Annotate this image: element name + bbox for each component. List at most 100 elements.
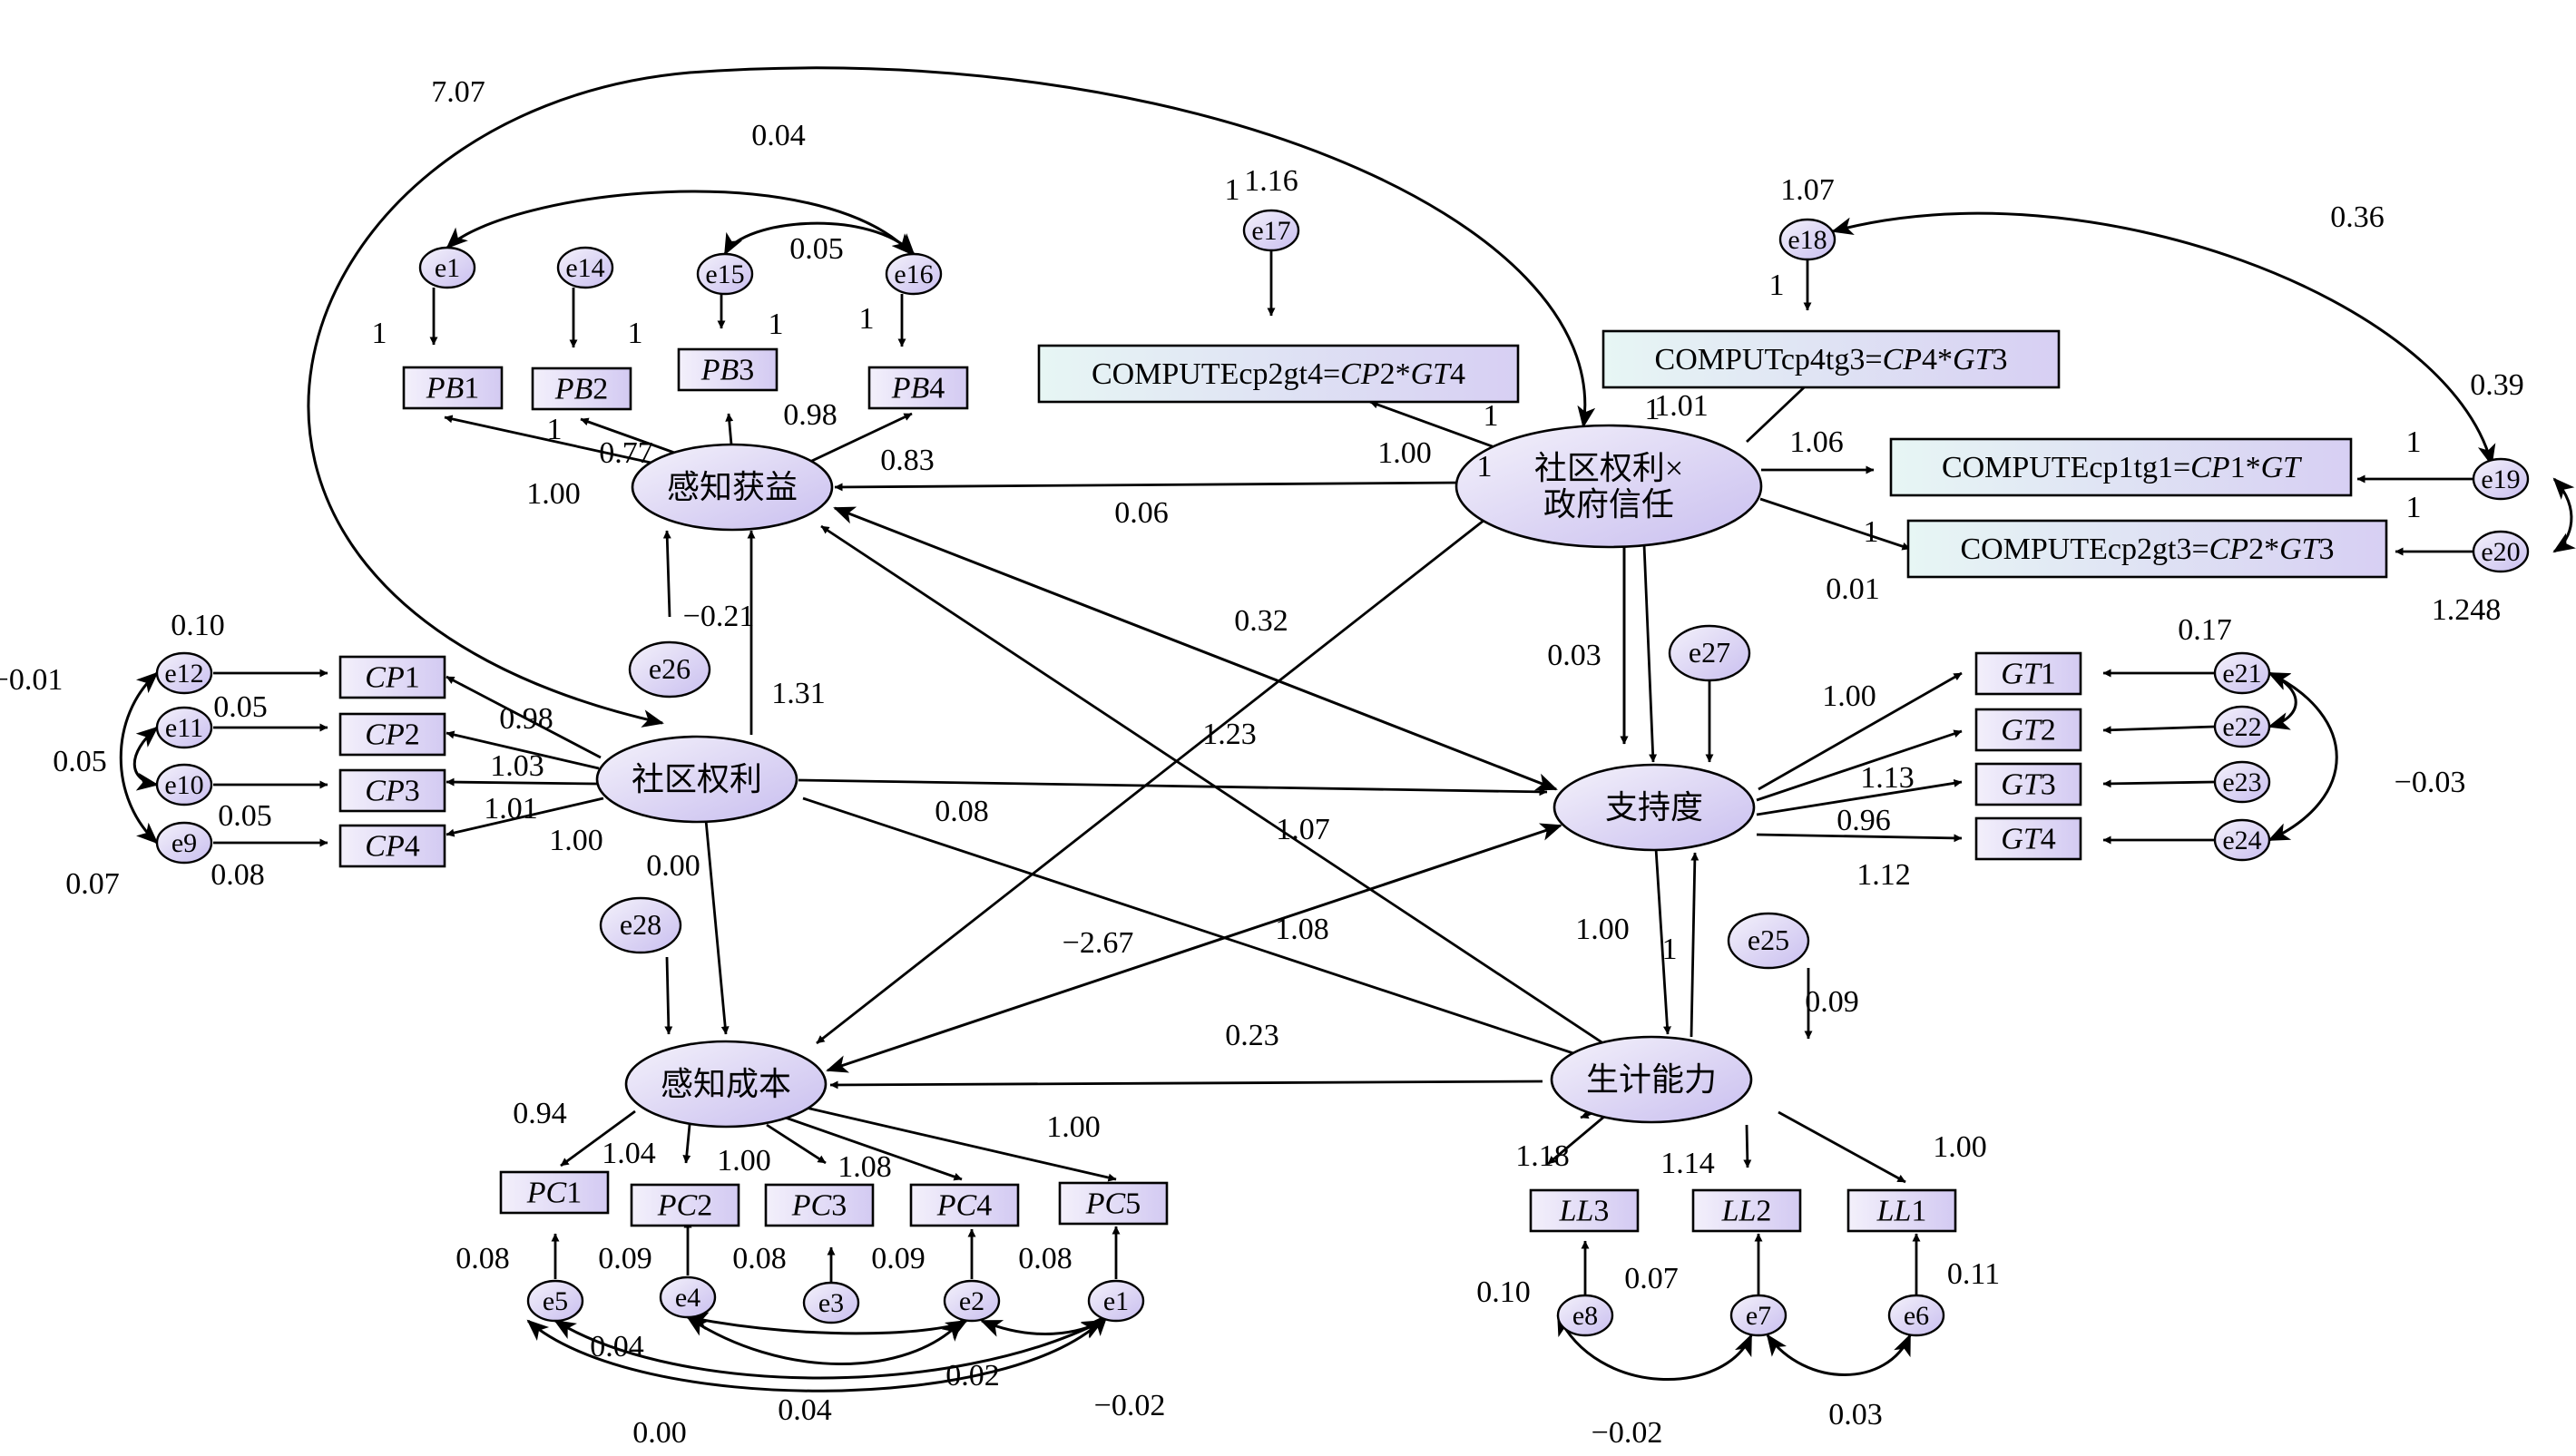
coef-label: 1 <box>1477 450 1493 484</box>
coef-label: 0.03 <box>1828 1398 1883 1432</box>
path-arrow <box>798 778 1548 796</box>
coef-label: 0.96 <box>1837 804 1891 837</box>
observed-LL3 <box>1529 1188 1640 1233</box>
observed-label-PB4: PB4 <box>891 372 945 406</box>
error-e3 <box>802 1281 860 1324</box>
error-e28 <box>599 896 682 954</box>
path-arrow <box>446 796 604 837</box>
observed-LL2 <box>1691 1188 1802 1233</box>
error-label-e14: e14 <box>565 253 604 283</box>
observed-C2 <box>1601 329 2061 389</box>
coef-label: 0.05 <box>213 690 268 724</box>
coef-label: 1.248 <box>2432 593 2502 627</box>
coef-label: 1.00 <box>549 824 603 857</box>
coef-label: 0.08 <box>732 1242 787 1275</box>
covariance-arrow <box>526 1314 1109 1392</box>
path-arrow <box>1690 852 1699 1038</box>
covariance-arrow <box>132 726 159 791</box>
coef-label: 0.04 <box>590 1330 644 1363</box>
error-label-e3: e3 <box>818 1288 844 1318</box>
observed-CP4 <box>338 824 446 868</box>
error-label-e27: e27 <box>1689 636 1730 669</box>
covariance-arrow <box>980 1319 1104 1339</box>
coef-label: 1.13 <box>1860 761 1915 795</box>
coef-label: 1.03 <box>490 749 544 783</box>
coef-label: 0.01 <box>1826 572 1880 606</box>
error-e23 <box>2213 760 2271 804</box>
coef-label: 0.32 <box>1234 604 1288 638</box>
coef-label: 1.08 <box>837 1150 892 1184</box>
coef-label: 0.08 <box>935 795 989 828</box>
coef-label: −0.01 <box>0 663 63 697</box>
error-label-e28: e28 <box>620 908 661 941</box>
path-arrow <box>1547 1109 1611 1166</box>
coef-label: 1.00 <box>1575 913 1630 946</box>
latent-label-zcd: 支持度 <box>1605 789 1703 826</box>
coef-label: 0.36 <box>2330 200 2385 234</box>
coef-label: 0.17 <box>2178 613 2232 647</box>
observed-C1 <box>1037 344 1520 404</box>
coef-label: 1 <box>2406 425 2422 459</box>
coef-label: 0.08 <box>455 1242 510 1275</box>
path-arrow <box>779 1114 963 1181</box>
coef-label: 0.94 <box>513 1097 567 1130</box>
latent-gzcb <box>624 1040 828 1129</box>
coef-label: −0.03 <box>2395 766 2466 799</box>
observed-label-C1: COMPUTEcp2gt4=CP2*GT4 <box>1092 357 1465 391</box>
coef-label: 0.05 <box>789 232 844 266</box>
error-label-e8: e8 <box>1572 1301 1598 1331</box>
coef-label: 1.06 <box>1789 425 1844 459</box>
latent-sjnl <box>1550 1035 1753 1124</box>
observed-label-CP2: CP2 <box>365 718 419 752</box>
observed-label-GT2: GT2 <box>2001 714 2055 748</box>
coef-label: 0.98 <box>783 398 837 432</box>
error-e26 <box>628 640 711 699</box>
coef-label: 1.01 <box>1654 389 1709 423</box>
coef-label: 0.02 <box>945 1359 1000 1392</box>
error-e25 <box>1727 912 1810 970</box>
path-arrow <box>725 413 734 445</box>
error-label-e10: e10 <box>164 770 203 800</box>
error-label-e22: e22 <box>2222 712 2261 742</box>
observed-PB1 <box>402 366 504 410</box>
observed-label-GT3: GT3 <box>2001 768 2055 802</box>
path-arrow <box>704 819 730 1035</box>
path-arrow <box>444 415 672 469</box>
latent-label-sqql: 社区权利 <box>632 761 762 797</box>
error-e1b <box>1087 1279 1145 1323</box>
coef-label: 1 <box>547 413 563 446</box>
path-arrow <box>834 481 1466 492</box>
error-e22 <box>2213 705 2271 748</box>
error-e15 <box>696 252 754 296</box>
coef-label: 1.16 <box>1244 164 1298 198</box>
path-arrow <box>1642 543 1658 763</box>
coef-label: 1.14 <box>1660 1147 1715 1180</box>
covariance-arrow <box>1766 1334 1912 1376</box>
observed-label-C3: COMPUTEcp1tg1=CP1*GT <box>1942 451 2302 484</box>
latent-label-gzcb: 感知成本 <box>661 1066 791 1102</box>
error-e10 <box>155 763 213 806</box>
error-e1 <box>418 246 476 289</box>
observed-label-PC2: PC2 <box>657 1189 712 1223</box>
coef-label: 1 <box>1645 393 1660 426</box>
latent-zcd <box>1552 763 1756 852</box>
path-arrow <box>2102 725 2216 735</box>
observed-GT1 <box>1974 651 2082 696</box>
error-label-e9: e9 <box>171 828 197 858</box>
covariance-arrow <box>553 1319 1104 1380</box>
error-label-e1b: e1 <box>1103 1286 1129 1316</box>
observed-label-CP3: CP3 <box>365 775 419 808</box>
error-label-e4: e4 <box>675 1283 700 1313</box>
path-arrow <box>1756 778 1963 816</box>
error-label-e20: e20 <box>2481 537 2520 567</box>
path-arrow <box>446 777 598 787</box>
coef-label: 1 <box>769 308 784 341</box>
error-label-e17: e17 <box>1251 216 1290 246</box>
error-e5 <box>526 1279 584 1323</box>
coef-label: 0.98 <box>499 702 553 736</box>
coef-label: 0.00 <box>632 1416 687 1450</box>
path-arrow <box>766 1123 827 1165</box>
observed-label-LL1: LL1 <box>1876 1195 1927 1228</box>
covariance-arrow <box>1556 1314 1753 1381</box>
